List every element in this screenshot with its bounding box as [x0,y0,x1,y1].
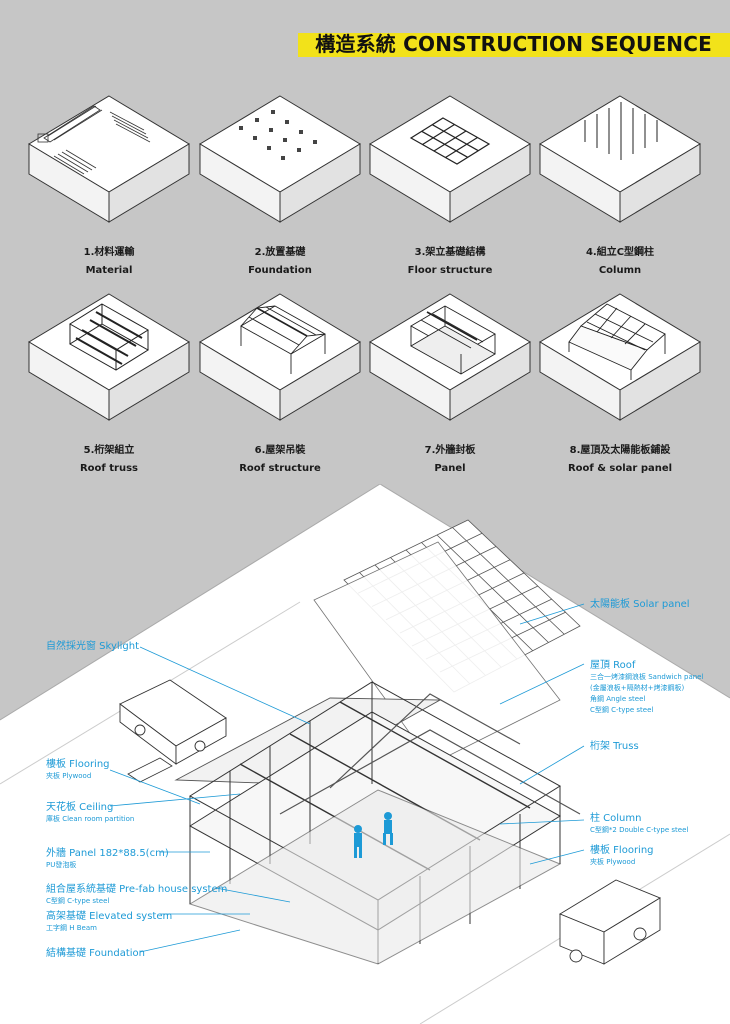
label-flooring-right: 樓板 Flooring 夾板 Plywood [590,844,654,868]
label-flooring-right-sub: 夾板 Plywood [590,858,636,866]
label-prefab-system-sub: C型鋼 C-type steel [46,897,110,905]
worker-figure [354,812,393,858]
van-illustration-left [119,679,227,765]
label-column-main: 柱 Column [590,813,642,824]
step-1-label-cn: 1.材料運輸 [83,247,135,258]
bench-illustration [127,757,173,783]
step-8-label-en: Roof & solar panel [567,463,673,474]
floor-base [188,789,562,965]
title-highlight-bar [298,33,730,57]
step-2-foundation: 2.放置基礎 Foundation [195,92,365,280]
step-7-label-en: Panel [434,463,466,474]
step-4-column: 4.組立C型鋼柱 Column [535,92,705,280]
step-2-illustration [199,95,361,223]
step-1-material: 1.材料運輸 Material [24,92,194,280]
label-column: 柱 Column C型鋼*2 Double C-type steel [590,812,688,836]
step-6-label-cn: 6.屋架吊裝 [254,445,306,456]
label-panel: 外牆 Panel 182*88.5(cm) PU發泡板 [46,847,169,871]
page-title: 構造系統 CONSTRUCTION SEQUENCE [315,32,712,56]
label-roof-main: 屋頂 Roof [590,660,636,671]
label-elevated-system: 高架基礎 Elevated system 工字鋼 H Beam [46,910,172,934]
label-ceiling-sub: 庫板 Clean room partition [46,815,135,823]
label-prefab-system: 組合屋系統基礎 Pre-fab house system C型鋼 C-type … [46,883,227,907]
label-solar-panel: 太陽能板 Solar panel [590,598,690,611]
step-7-label-cn: 7.外牆封板 [424,445,476,456]
label-flooring-left: 樓板 Flooring 夾板 Plywood [46,758,110,782]
step-7-illustration [369,293,531,421]
step-5-label-en: Roof truss [79,463,138,474]
label-solar-panel-main: 太陽能板 Solar panel [590,599,690,610]
label-flooring-right-main: 樓板 Flooring [590,845,654,856]
step-1-illustration [28,95,190,223]
label-foundation: 結構基礎 Foundation [46,947,145,960]
leader-lines [109,603,585,953]
label-truss: 桁架 Truss [590,740,639,753]
step-4-label-cn: 4.組立C型鋼柱 [585,247,655,258]
step-2-label-cn: 2.放置基礎 [254,247,306,258]
step-7-panel: 7.外牆封板 Panel [365,290,535,478]
label-flooring-left-main: 樓板 Flooring [46,759,110,770]
label-prefab-system-main: 組合屋系統基礎 Pre-fab house system [46,884,228,895]
label-column-sub: C型鋼*2 Double C-type steel [590,826,689,834]
step-4-illustration [539,95,701,223]
label-skylight-main: 自然採光窗 Skylight [46,641,140,652]
step-2-label-en: Foundation [248,265,312,276]
step-3-illustration [369,95,531,223]
label-foundation-main: 結構基礎 Foundation [46,948,145,959]
label-flooring-left-sub: 夾板 Plywood [46,772,92,780]
label-roof-sub-3: 角鋼 Angle steel [590,695,646,703]
label-ceiling-main: 天花板 Ceiling [46,802,114,813]
label-roof-sub-1: 三合一烤漆鋼浪板 Sandwich panel [590,673,704,681]
label-roof-sub-2: (金屬浪板+隔熱材+烤漆鋼板) [590,684,685,692]
label-roof: 屋頂 Roof 三合一烤漆鋼浪板 Sandwich panel (金屬浪板+隔熱… [590,659,703,716]
step-8-label-cn: 8.屋頂及太陽能板鋪設 [569,445,671,456]
step-1-label-en: Material [85,265,133,276]
exploded-axonometric-diagram [0,484,730,1024]
label-truss-main: 桁架 Truss [590,741,639,752]
label-roof-sub-4: C型鋼 C-type steel [590,706,654,714]
van-illustration-right [559,879,661,965]
step-3-label-cn: 3.架立基礎結構 [414,247,486,258]
label-ceiling: 天花板 Ceiling 庫板 Clean room partition [46,801,134,825]
step-5-illustration [28,293,190,421]
label-panel-main: 外牆 Panel 182*88.5(cm) [46,848,169,859]
label-elevated-system-main: 高架基礎 Elevated system [46,911,173,922]
step-5-roof-truss: 5.桁架組立 Roof truss [24,290,194,478]
step-6-label-en: Roof structure [239,463,321,474]
step-8-illustration [539,293,701,421]
label-panel-sub: PU發泡板 [46,861,77,869]
label-skylight: 自然採光窗 Skylight [46,640,139,653]
step-6-roof-structure: 6.屋架吊裝 Roof structure [195,290,365,478]
step-6-illustration [199,293,361,421]
step-4-label-en: Column [598,265,642,276]
step-8-roof-solar-panel: 8.屋頂及太陽能板鋪設 Roof & solar panel [535,290,705,478]
step-3-label-en: Floor structure [407,265,493,276]
step-5-label-cn: 5.桁架組立 [83,445,135,456]
step-3-floor-structure: 3.架立基礎結構 Floor structure [365,92,535,280]
label-elevated-system-sub: 工字鋼 H Beam [46,924,97,932]
